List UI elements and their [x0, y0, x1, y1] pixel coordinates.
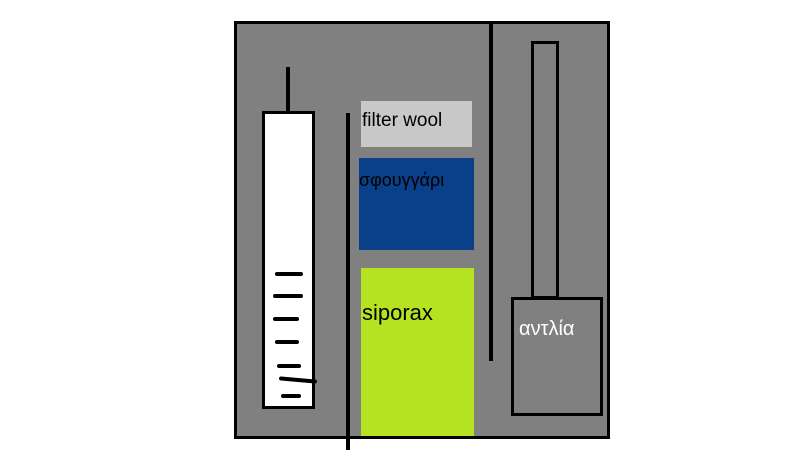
sponge-block: σφουγγάρι — [359, 158, 474, 250]
pump-outlet-pipe — [531, 41, 559, 299]
filter-wool-label: filter wool — [362, 110, 443, 131]
filter-wool-block: filter wool — [361, 101, 472, 147]
sponge-label: σφουγγάρι — [359, 170, 445, 190]
siporax-label: siporax — [362, 300, 433, 325]
heater-mark — [275, 340, 299, 344]
pump-label: αντλία — [519, 318, 575, 340]
heater-mark — [278, 376, 318, 384]
heater-cable — [286, 67, 290, 115]
heater-mark — [281, 394, 301, 398]
heater-mark — [277, 364, 301, 368]
pump-body: αντλία — [511, 297, 603, 416]
left-divider — [346, 113, 350, 450]
heater-mark — [273, 317, 299, 321]
right-divider — [489, 24, 493, 361]
heater-mark — [275, 272, 303, 276]
heater-tube — [262, 111, 318, 409]
siporax-block: siporax — [361, 268, 474, 436]
heater-mark — [273, 294, 303, 298]
